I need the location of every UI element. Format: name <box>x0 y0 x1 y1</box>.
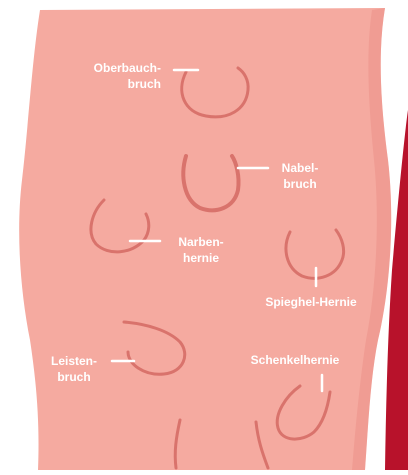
label-nabelbruch-line2: bruch <box>270 176 330 192</box>
label-nabelbruch-line1: Nabel- <box>270 160 330 176</box>
label-narbenhernie-line2: hernie <box>160 250 242 266</box>
label-leistenbruch: Leisten- bruch <box>34 353 114 385</box>
label-oberbauchbruch: Oberbauch- bruch <box>68 60 161 92</box>
label-oberbauchbruch-line1: Oberbauch- <box>68 60 161 76</box>
label-narbenhernie-line1: Narben- <box>160 234 242 250</box>
label-schenkelhernie-line1: Schenkelhernie <box>230 352 360 368</box>
label-leistenbruch-line1: Leisten- <box>34 353 114 369</box>
label-oberbauchbruch-line2: bruch <box>68 76 161 92</box>
label-leistenbruch-line2: bruch <box>34 369 114 385</box>
label-nabelbruch: Nabel- bruch <box>270 160 330 192</box>
label-spieghel-hernie: Spieghel-Hernie <box>246 294 376 310</box>
label-spieghel-hernie-line1: Spieghel-Hernie <box>246 294 376 310</box>
label-schenkelhernie: Schenkelhernie <box>230 352 360 368</box>
label-narbenhernie: Narben- hernie <box>160 234 242 266</box>
